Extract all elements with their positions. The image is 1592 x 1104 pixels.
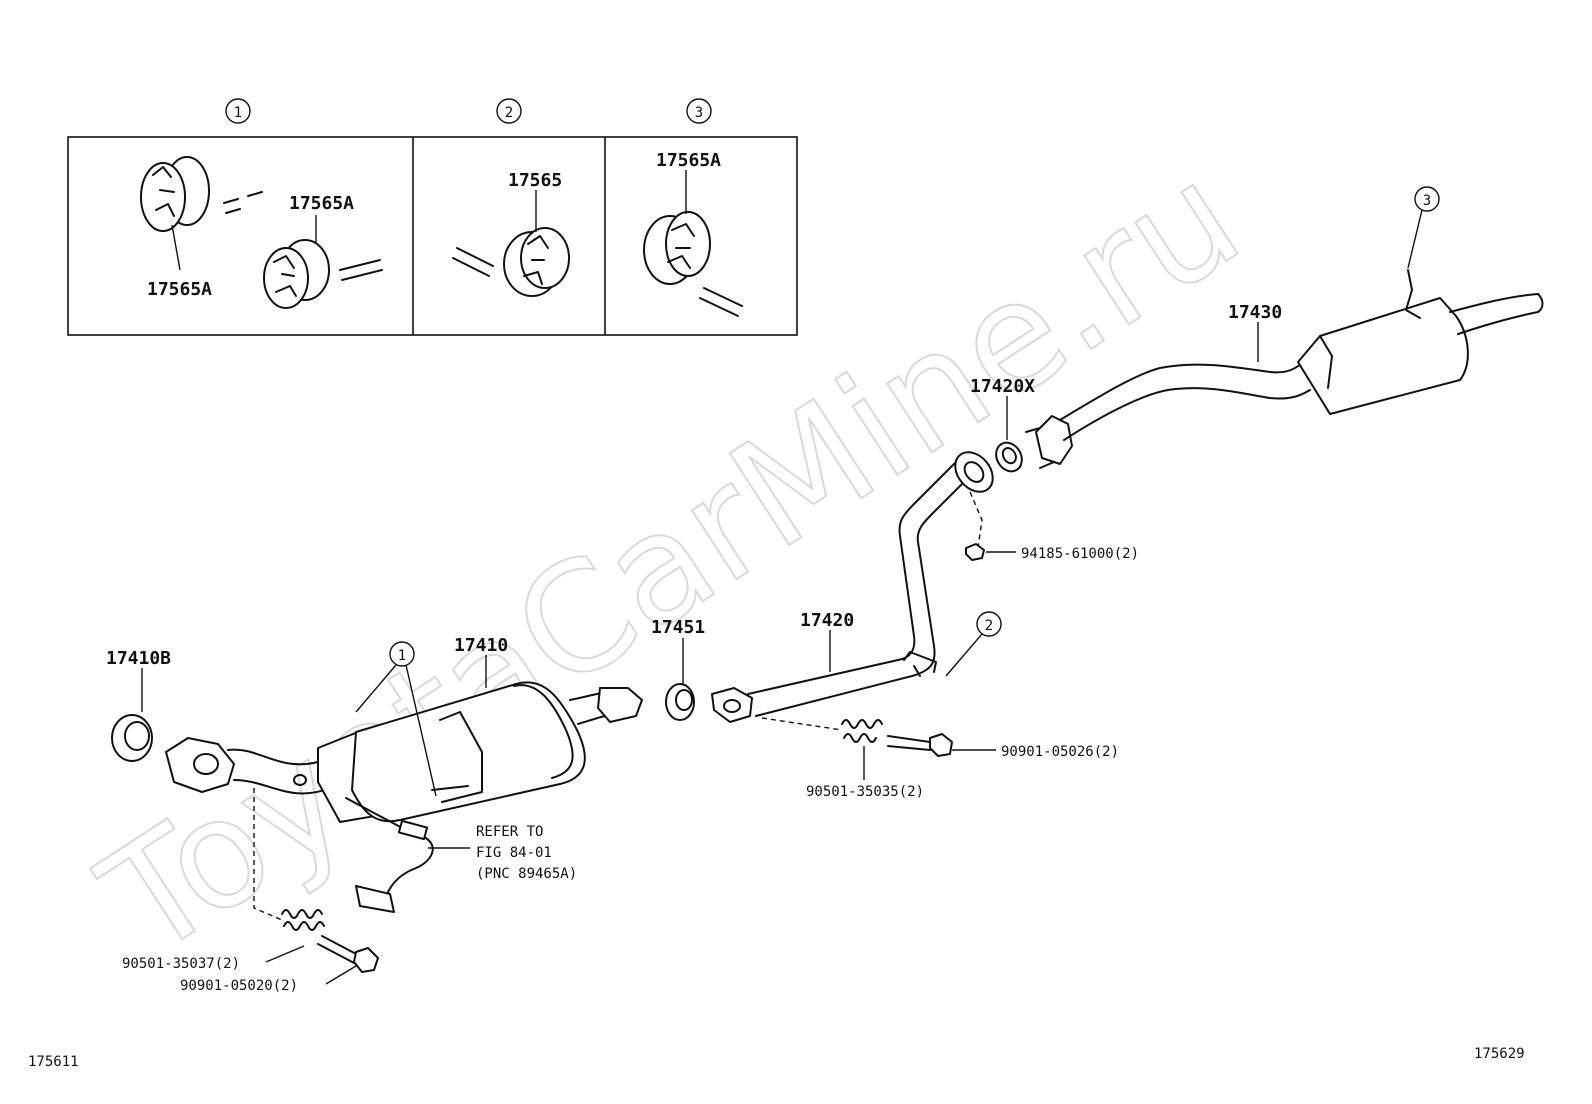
label-90501-35035: 90501-35035(2) [806, 784, 924, 800]
gasket-17420x [995, 441, 1023, 473]
callout-circle-3 [1414, 186, 1440, 212]
label-17451: 17451 [651, 617, 705, 638]
dashline-front-bolt [253, 788, 283, 921]
panel1-hanger-a [140, 156, 263, 232]
label-90501-35037: 90501-35037(2) [122, 956, 240, 972]
callout-1: 1 [398, 648, 406, 664]
spring-90501-35035 [841, 719, 883, 743]
panel2-hanger [452, 227, 570, 297]
footer-left-id: 175611 [28, 1054, 79, 1070]
callout-2: 2 [985, 618, 993, 634]
label-90901-05026: 90901-05026(2) [1001, 744, 1119, 760]
callout-1-leader-a [355, 664, 397, 713]
leader-90501-35037 [265, 945, 305, 963]
inset-ref-circle-3 [686, 98, 712, 124]
callout-circle-2 [976, 611, 1002, 637]
converter-17410 [165, 681, 643, 823]
panel3-label: 17565A [656, 150, 721, 171]
label-17420x: 17420X [970, 376, 1035, 397]
inset-ref-2: 2 [505, 105, 513, 121]
refer-line-1: REFER TO [476, 824, 543, 840]
inset-ref-3: 3 [695, 105, 703, 121]
panel1-hanger-b [263, 239, 383, 309]
inset-ref-circle-2 [496, 98, 522, 124]
panel1-leader-a [171, 224, 181, 271]
label-17410: 17410 [454, 635, 508, 656]
label-90901-05020: 90901-05020(2) [180, 978, 298, 994]
inset-ref-circle-1 [225, 98, 251, 124]
nut-94185-61000 [965, 543, 985, 561]
panel2-label: 17565 [508, 170, 562, 191]
bolt-90901-05026 [887, 733, 953, 757]
label-17420: 17420 [800, 610, 854, 631]
label-17410b: 17410B [106, 648, 171, 669]
panel1-label-b: 17565A [289, 193, 354, 214]
inset-ref-1: 1 [234, 105, 242, 121]
footer-right-id: 175629 [1474, 1046, 1525, 1062]
leader-90901-05020 [325, 965, 357, 985]
gasket-17410b [111, 714, 153, 762]
muffler-17430 [1025, 269, 1544, 469]
callout-3: 3 [1423, 193, 1431, 209]
callout-2-leader [945, 633, 983, 677]
refer-line-2: FIG 84-01 [476, 845, 552, 861]
label-17430: 17430 [1228, 302, 1282, 323]
callout-3-leader [1407, 209, 1423, 269]
panel1-label-a: 17565A [147, 279, 212, 300]
panel3-hanger [643, 211, 743, 317]
center-pipe-17420 [711, 451, 994, 723]
inset-panels: 1 2 3 17565A 17565A [67, 98, 798, 336]
callout-1-leader-b [405, 664, 437, 797]
refer-line-3: (PNC 89465A) [476, 866, 577, 882]
callout-circle-1 [389, 641, 415, 667]
dashline-nut [969, 491, 983, 549]
dashline-center-bolt [761, 717, 843, 731]
inset-frame [67, 136, 798, 336]
spring-90501-35037 [281, 909, 325, 931]
label-94185: 94185-61000(2) [1021, 546, 1139, 562]
gasket-17451 [665, 683, 695, 721]
bolt-90901-05020 [317, 935, 379, 973]
